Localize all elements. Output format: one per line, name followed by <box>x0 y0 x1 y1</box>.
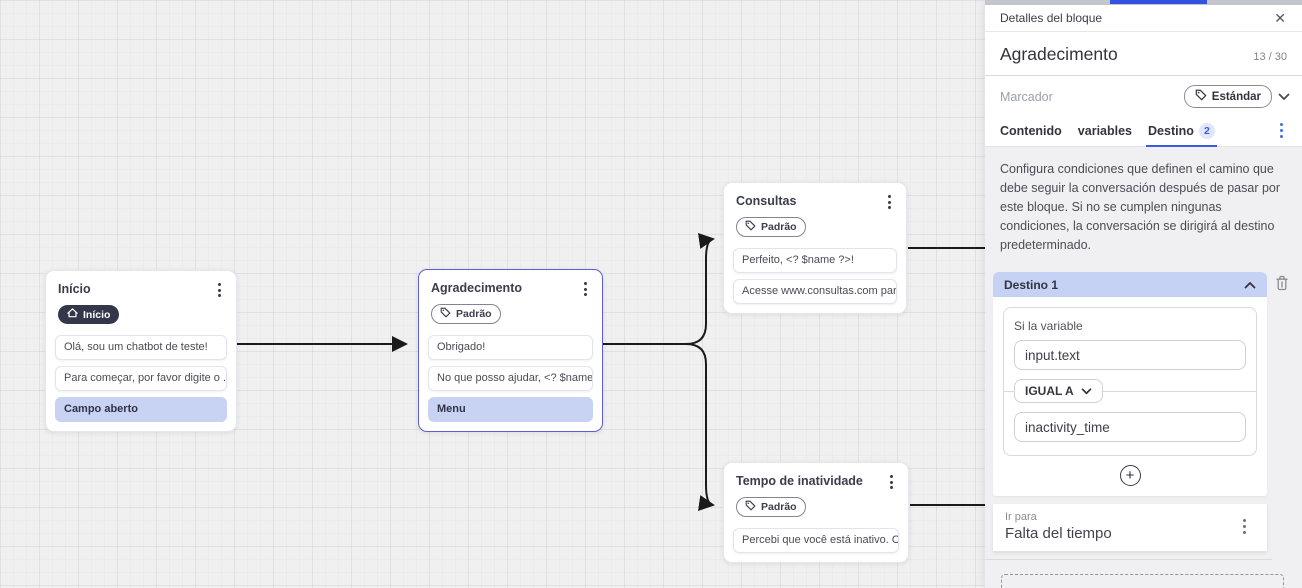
destino-tab-content: Configura condiciones que definen el cam… <box>985 147 1302 588</box>
tab-label: Destino <box>1148 123 1194 138</box>
node-menu-kebab-icon[interactable] <box>215 281 224 299</box>
compare-value-input[interactable]: inactivity_time <box>1014 412 1246 442</box>
tab-variables[interactable]: variables <box>1078 115 1132 146</box>
tab-label: Contenido <box>1000 123 1062 138</box>
block-name-row: Agradecimento 13 / 30 <box>985 32 1302 76</box>
node-menu-kebab-icon[interactable] <box>885 193 894 211</box>
section-divider <box>985 559 1272 560</box>
destination-description: Configura condiciones que definen el cam… <box>1000 162 1281 252</box>
variable-label: Si la variable <box>1014 319 1083 333</box>
message-row[interactable]: Olá, sou um chatbot de teste! <box>55 335 227 361</box>
panel-tabs: Contenido variables Destino 2 <box>985 115 1302 147</box>
block-name-input[interactable]: Agradecimento <box>1000 44 1118 64</box>
condition-box: Si la variable input.text IGUAL A <box>1003 307 1257 456</box>
node-title: Agradecimento <box>431 281 522 295</box>
tab-label: variables <box>1077 123 1133 138</box>
top-tabbar-remnant <box>985 0 1302 5</box>
trash-icon <box>1275 275 1289 295</box>
open-field-row[interactable]: Campo aberto <box>55 397 227 423</box>
chevron-down-icon <box>1081 387 1092 395</box>
flow-canvas[interactable]: Início Início Olá, sou um chatbot de tes… <box>0 0 985 588</box>
destination-card: Destino 1 Si la variable input.text <box>993 272 1267 551</box>
goto-bar: Ir para Falta del tiempo <box>993 504 1267 551</box>
node-title: Início <box>58 282 91 296</box>
variable-input[interactable]: input.text <box>1014 340 1246 370</box>
add-condition-button[interactable]: + <box>1119 465 1141 486</box>
chevron-down-icon[interactable] <box>1278 93 1290 101</box>
tab-destino[interactable]: Destino 2 <box>1146 115 1217 147</box>
tab-contenido[interactable]: Contenido <box>1000 115 1062 146</box>
destination-body: Si la variable input.text IGUAL A <box>993 297 1267 496</box>
marker-label: Marcador <box>1000 89 1053 104</box>
operator-row: IGUAL A <box>1003 379 1257 403</box>
close-icon[interactable]: ✕ <box>1274 10 1286 26</box>
message-row[interactable]: Para começar, por favor digite o ... <box>55 366 227 392</box>
node-agradecimento[interactable]: Agradecimento Padrão Obrigado! No que po… <box>418 269 603 433</box>
message-row[interactable]: Percebi que você está inativo. C... <box>733 528 899 554</box>
panel-header: Detalles del bloque ✕ <box>985 5 1302 32</box>
marker-chip: Padrão <box>431 304 501 325</box>
marker-value: Estándar <box>1211 90 1261 103</box>
start-badge: Início <box>58 305 120 325</box>
node-consultas[interactable]: Consultas Padrão Perfeito, <? $name ?>! … <box>723 182 907 315</box>
marker-chip: Padrão <box>736 217 806 238</box>
chip-label: Padrão <box>761 221 797 234</box>
message-row[interactable]: No que posso ajudar, <? $name ... <box>428 366 593 392</box>
chip-label: Padrão <box>761 501 797 514</box>
operator-dropdown[interactable]: IGUAL A <box>1014 379 1103 403</box>
node-title: Tempo de inatividade <box>736 474 863 488</box>
tag-icon <box>745 500 756 514</box>
badge-label: Início <box>83 308 111 321</box>
operator-divider <box>1003 391 1257 392</box>
add-destination-button[interactable]: Agregar destino <box>1001 574 1284 588</box>
active-tab-underline <box>1110 0 1207 4</box>
marker-chip: Padrão <box>736 497 806 518</box>
goto-kebab-icon[interactable] <box>1240 517 1249 535</box>
message-row[interactable]: Perfeito, <? $name ?>! <box>733 248 897 274</box>
node-tempo-inatividade[interactable]: Tempo de inatividade Padrão Percebi que … <box>723 462 909 564</box>
tag-icon <box>440 307 451 321</box>
message-row[interactable]: Acesse www.consultas.com par... <box>733 279 897 305</box>
node-menu-kebab-icon[interactable] <box>581 280 590 298</box>
chip-label: Padrão <box>456 308 492 321</box>
destination-1-section: Destino 1 Si la variable input.text <box>993 272 1296 551</box>
tag-icon <box>745 220 756 234</box>
chevron-up-icon[interactable] <box>1244 281 1256 289</box>
tag-icon <box>1195 89 1207 104</box>
message-row[interactable]: Obrigado! <box>428 335 593 361</box>
destination-accordion-header[interactable]: Destino 1 <box>993 272 1267 297</box>
tabs-overflow-kebab-icon[interactable] <box>1277 121 1286 139</box>
marker-row: Marcador Estándar <box>985 76 1302 115</box>
destination-title: Destino 1 <box>1004 277 1059 292</box>
menu-row[interactable]: Menu <box>428 397 593 423</box>
panel-title: Detalles del bloque <box>1000 11 1103 25</box>
goto-label: Ir para <box>1005 511 1037 523</box>
marker-select-chip[interactable]: Estándar <box>1183 85 1272 108</box>
goto-target[interactable]: Falta del tiempo <box>1005 525 1112 542</box>
node-menu-kebab-icon[interactable] <box>887 473 896 491</box>
node-inicio[interactable]: Início Início Olá, sou um chatbot de tes… <box>45 270 237 433</box>
tab-count-badge: 2 <box>1198 122 1215 139</box>
home-icon <box>67 308 78 321</box>
block-details-panel: Detalles del bloque ✕ Agradecimento 13 /… <box>985 0 1302 588</box>
delete-destination-button[interactable] <box>1275 275 1289 296</box>
node-title: Consultas <box>736 194 797 208</box>
char-counter: 13 / 30 <box>1253 51 1287 63</box>
operator-value: IGUAL A <box>1025 384 1074 398</box>
